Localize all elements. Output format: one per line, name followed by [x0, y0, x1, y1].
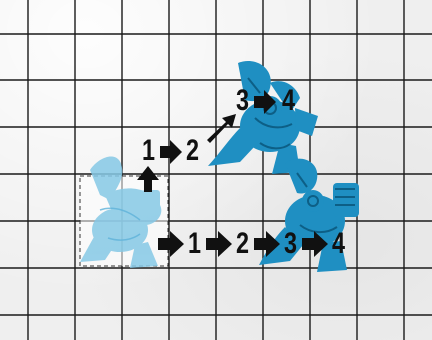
straight-step-3: 3 [284, 227, 297, 260]
straight-step-4: 4 [332, 227, 345, 260]
straight-step-1: 1 [188, 227, 201, 260]
diagonal-step-4: 4 [282, 84, 295, 117]
straight-step-2: 2 [236, 227, 249, 260]
diagonal-step-3: 3 [236, 84, 249, 117]
ghost-miniature-icon [80, 156, 162, 268]
diagonal-step-1: 1 [142, 134, 155, 167]
flying-model-icon [259, 158, 359, 272]
diagonal-step-2: 2 [186, 134, 199, 167]
